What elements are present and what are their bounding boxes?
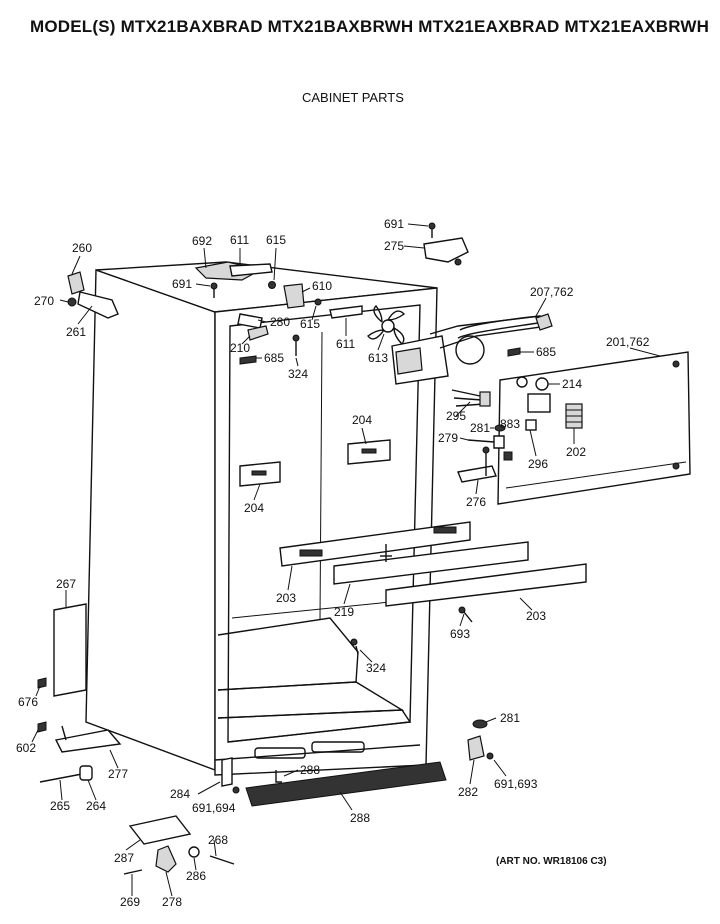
callout-202: 202 — [566, 445, 586, 459]
callout-260: 260 — [72, 241, 92, 255]
callout-287: 287 — [114, 851, 134, 865]
callout-275: 275 — [384, 239, 404, 253]
leader-lines — [31, 223, 661, 897]
callout-611-lower: 611 — [336, 337, 355, 351]
callout-883: 883 — [500, 417, 520, 431]
callout-615: 615 — [266, 233, 286, 247]
callout-296: 296 — [528, 457, 548, 471]
models-line: MODEL(S) MTX21BAXBRAD MTX21BAXBRWH MTX21… — [30, 17, 709, 36]
callout-295: 295 — [446, 409, 466, 423]
callout-693: 693 — [450, 627, 470, 641]
side-panel-267 — [37, 603, 87, 697]
callout-214: 214 — [562, 377, 582, 391]
callout-685-right: 685 — [536, 345, 556, 359]
top-right-hinge — [423, 222, 469, 266]
callout-281: 281 — [470, 421, 490, 435]
callout-269: 269 — [120, 895, 140, 909]
callout-691-694: 691,694 — [192, 801, 236, 815]
callout-324-lower: 324 — [366, 661, 386, 675]
leveler-parts — [39, 765, 93, 783]
callout-261: 261 — [66, 325, 86, 339]
bottom-parts — [123, 815, 235, 875]
callout-692: 692 — [192, 234, 212, 248]
callout-676: 676 — [18, 695, 38, 709]
callout-615-lower: 615 — [300, 317, 320, 331]
callout-611: 611 — [230, 233, 249, 247]
rails — [279, 521, 587, 607]
callout-268: 268 — [208, 833, 228, 847]
callout-602: 602 — [16, 741, 36, 755]
callout-324: 324 — [288, 367, 308, 381]
callout-276: 276 — [466, 495, 486, 509]
callout-264: 264 — [86, 799, 106, 813]
callout-610: 610 — [312, 279, 332, 293]
callout-270: 270 — [34, 294, 54, 308]
grille-288 — [221, 757, 447, 807]
callout-685: 685 — [264, 351, 284, 365]
evaporator-assembly — [391, 313, 553, 385]
callout-280: 280 — [270, 315, 290, 329]
callout-207-762: 207,762 — [530, 285, 574, 299]
callout-613: 613 — [368, 351, 388, 365]
top-hinge-parts — [194, 261, 363, 365]
mid-screws — [350, 606, 473, 655]
callout-288-clip: 288 — [300, 763, 320, 777]
callout-279: 279 — [438, 431, 458, 445]
callout-286: 286 — [186, 869, 206, 883]
fan-613 — [367, 304, 406, 346]
callout-277: 277 — [108, 767, 128, 781]
callout-204-upper: 204 — [352, 413, 372, 427]
callout-201-762: 201,762 — [606, 335, 650, 349]
callout-265: 265 — [50, 799, 70, 813]
callout-282: 282 — [458, 785, 478, 799]
section-title: CABINET PARTS — [302, 90, 404, 105]
callout-203-left: 203 — [276, 591, 296, 605]
art-number: (ART NO. WR18106 C3) — [496, 856, 607, 867]
callout-204-lower: 204 — [244, 501, 264, 515]
callout-267: 267 — [56, 577, 76, 591]
callout-203-right: 203 — [526, 609, 546, 623]
base-bracket-277 — [37, 721, 122, 753]
hinge-bracket-276 — [457, 446, 497, 483]
callout-284: 284 — [170, 787, 190, 801]
callout-278: 278 — [162, 895, 182, 909]
callout-691: 691 — [172, 277, 192, 291]
callout-691-693: 691,693 — [494, 777, 538, 791]
callout-288-grille: 288 — [350, 811, 370, 825]
control-panel-201 — [451, 351, 691, 505]
lower-right-hinge — [467, 719, 494, 761]
callout-210: 210 — [230, 341, 250, 355]
callout-labels: 260 270 261 692 611 615 691 610 280 615 … — [16, 217, 650, 909]
hinge-plates-204 — [239, 439, 391, 487]
callout-281-lower: 281 — [500, 711, 520, 725]
cabinet-body — [85, 261, 438, 776]
callout-691-top: 691 — [384, 217, 404, 231]
callout-219: 219 — [334, 605, 354, 619]
